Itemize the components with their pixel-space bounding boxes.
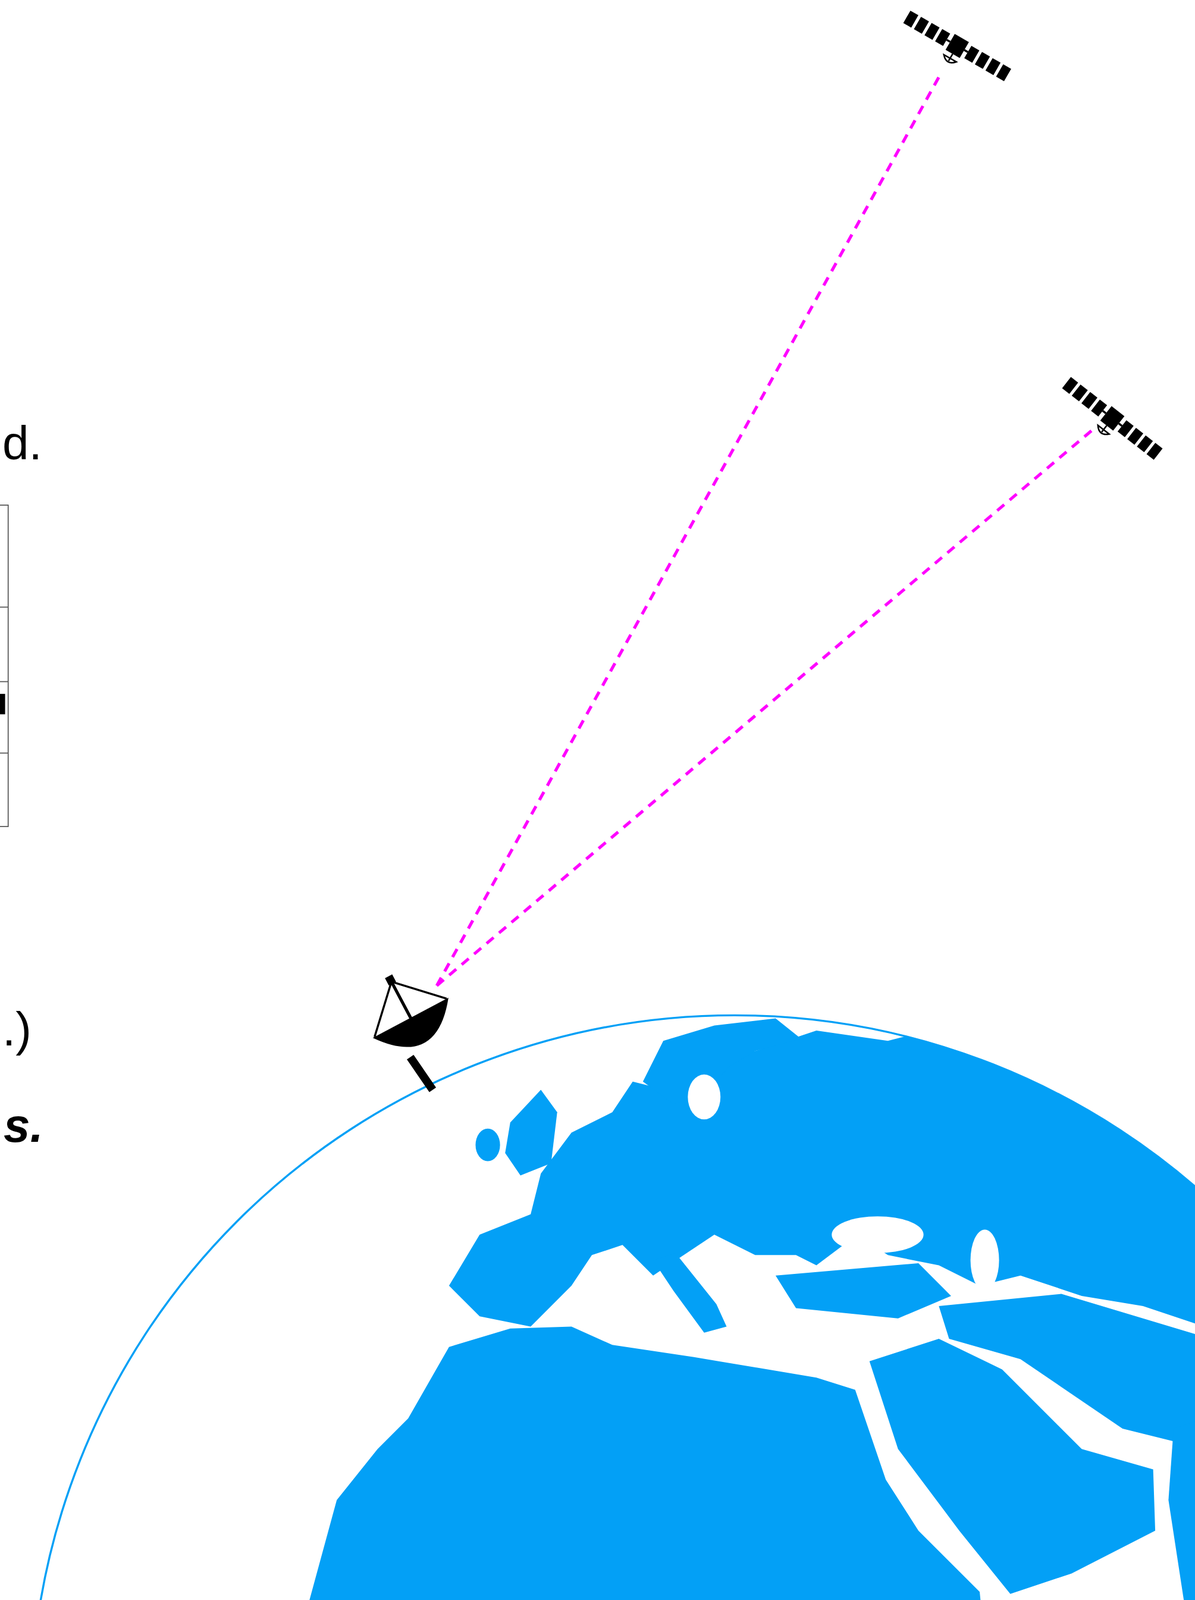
earth-globe (30, 1014, 1195, 1600)
partial-table (0, 505, 9, 827)
scandinavia (643, 1017, 802, 1104)
india (1168, 1418, 1195, 1600)
dish-antenna (350, 955, 463, 1090)
satellite (1055, 375, 1165, 469)
great-britain (505, 1089, 557, 1176)
ireland (475, 1128, 500, 1162)
arabia (869, 1338, 1156, 1594)
edge-text-fragment: .) (2, 1005, 32, 1053)
caspian-sea (970, 1228, 1000, 1291)
europe-asia (449, 1020, 1195, 1326)
edge-text-fragment: s. (3, 1101, 44, 1150)
black-sea (831, 1215, 924, 1253)
satellite (897, 8, 1013, 92)
signal-lines (436, 73, 1094, 986)
baltic-sea (687, 1074, 721, 1119)
italy (653, 1252, 727, 1333)
edge-text-fragment: d. (2, 419, 43, 467)
turkey (775, 1262, 952, 1319)
